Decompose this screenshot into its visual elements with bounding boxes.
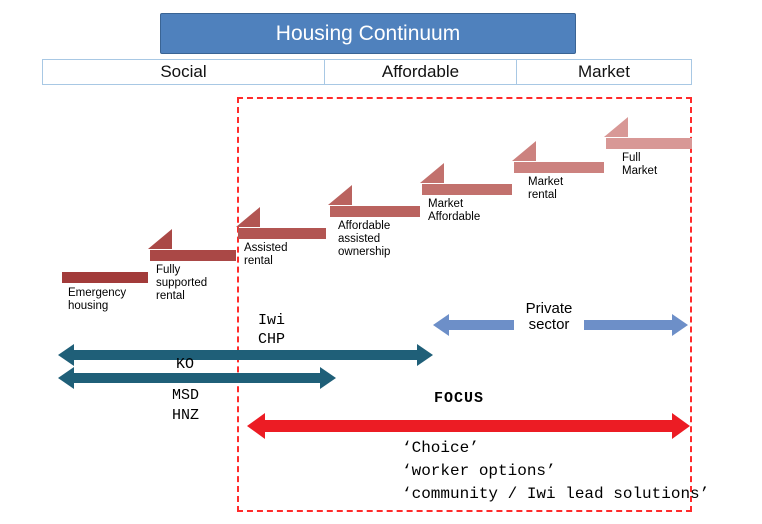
focus-label: FOCUS — [433, 390, 484, 407]
step-label: Emergency housing — [68, 287, 127, 312]
step-label: Fully supported rental — [156, 264, 208, 302]
step-label: Market rental — [528, 176, 564, 201]
step-label: Affordable assisted ownership — [338, 220, 391, 258]
step-bar — [150, 250, 236, 261]
iwi-label: Iwi — [258, 312, 286, 329]
focus-outline — [237, 97, 692, 512]
header-cell-social: Social — [42, 59, 325, 85]
continuum-header: Social Affordable Market — [42, 59, 692, 85]
step-label: Full Market — [622, 152, 658, 177]
focus-arrow — [247, 413, 690, 439]
step-bar — [330, 206, 420, 217]
header-cell-market: Market — [517, 59, 692, 85]
private-sector-label: Private sector — [514, 300, 584, 334]
header-cell-affordable: Affordable — [325, 59, 517, 85]
step-bar — [238, 228, 326, 239]
footer-line-choice: ‘Choice’ — [402, 439, 479, 457]
page-title: Housing Continuum — [275, 21, 461, 45]
title-bar: Housing Continuum — [160, 13, 576, 54]
footer-notes: ‘Choice’ ‘worker options’ ‘community / I… — [402, 437, 709, 506]
chp-label: CHP — [258, 331, 286, 348]
footer-line-worker-options: ‘worker options’ — [402, 462, 556, 480]
footer-line-community: ‘community / Iwi lead solutions’ — [402, 485, 710, 503]
step-label: Assisted rental — [244, 242, 288, 267]
ko-label: KO — [176, 356, 195, 373]
step-label: Market Affordable — [428, 198, 481, 223]
ko-msd-hnz-arrow — [58, 367, 336, 389]
step-bar — [422, 184, 512, 195]
step-bar — [514, 162, 604, 173]
hnz-label: HNZ — [172, 407, 200, 424]
step-bar — [62, 272, 148, 283]
msd-label: MSD — [172, 387, 200, 404]
step-bar — [606, 138, 692, 149]
iwi-chp-arrow — [58, 344, 433, 366]
